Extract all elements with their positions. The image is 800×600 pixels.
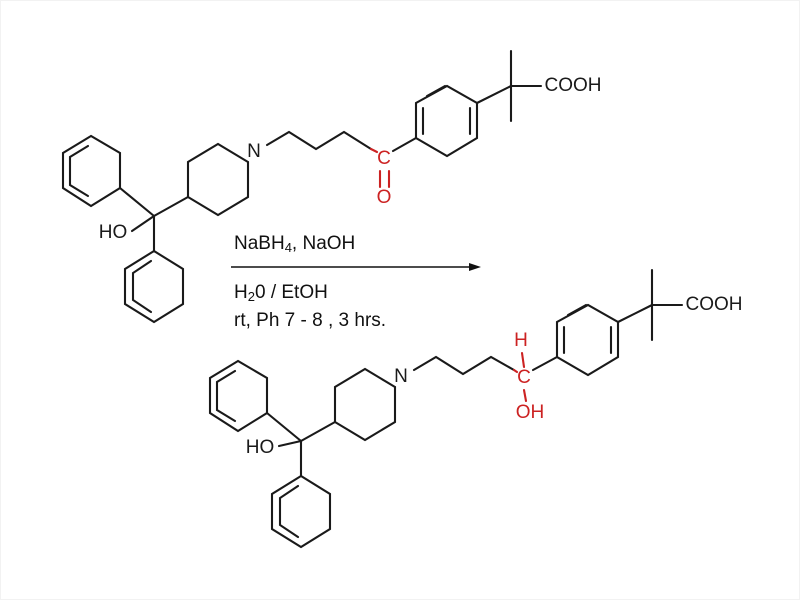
- product-piperidine-ring: [333, 367, 397, 442]
- product-nitrogen-label: N: [394, 366, 408, 387]
- reactant-bond-aryl-to-quaternary: [475, 84, 513, 105]
- product-phenylene-ring: [555, 303, 620, 377]
- reactant-bond-carbinol-to-piperidine: [152, 195, 190, 218]
- reactant-bond-chain-to-carbonyl: [369, 147, 379, 154]
- product-bond-carbinol-to-OH: [277, 439, 303, 448]
- product-butyl-chain: [412, 355, 516, 376]
- solvent-h-subscript: 2: [248, 289, 255, 304]
- product-bond-aryl-to-quaternary: [616, 303, 654, 324]
- reactant-butyl-chain: [265, 130, 373, 151]
- product-phenyl-lower: [270, 474, 332, 549]
- condition-below-arrow-params: rt, Ph 7 - 8 , 3 hrs.: [234, 310, 386, 331]
- reagent-nabh4-subscript: 4: [285, 240, 292, 255]
- reactant-nitrogen-label: N: [247, 141, 261, 162]
- product-bond-carbinol-to-aryl: [531, 355, 559, 372]
- product-bond-carbinol-to-piperidine: [299, 420, 337, 443]
- reactant-piperidine-ring: [186, 142, 250, 217]
- reactant-carbonyl-double-bond: [378, 169, 391, 189]
- condition-above-arrow: NaBH4, NaOH: [234, 233, 355, 255]
- product-hydroxyl-label: HO: [246, 437, 275, 458]
- product-bond-phenyl-to-carbinol: [265, 411, 303, 443]
- condition-below-arrow-solvent: H20 / EtOH: [234, 282, 328, 304]
- product-carbinol-hydroxyl-label: OH: [516, 402, 545, 423]
- reactant-phenyl-lower: [123, 249, 185, 324]
- reactant-phenylene-ring: [414, 84, 479, 158]
- solvent-rest: 0 / EtOH: [255, 282, 328, 303]
- reagent-separator: ,: [292, 233, 303, 254]
- reactant-bond-carbonyl-to-aryl: [391, 136, 418, 153]
- reactant-bond-phenyl-to-carbinol: [118, 186, 156, 218]
- reactant-carboxyl-label: COOH: [545, 75, 602, 96]
- reactant-hydroxyl-label: HO: [99, 222, 128, 243]
- product-carbinol-carbon-label: C: [517, 367, 531, 388]
- solvent-h: H: [234, 282, 248, 303]
- reaction-arrow-head: [469, 263, 481, 271]
- reactant-phenyl-upper: [61, 134, 122, 208]
- product-carboxyl-label: COOH: [686, 294, 743, 315]
- product-bond-chain-to-carbinol: [512, 368, 519, 374]
- reactant-carbonyl-carbon-label: C: [377, 148, 391, 169]
- reagent-nabh4: NaBH: [234, 233, 285, 254]
- reaction-arrow-group: NaBH4, NaOH H20 / EtOH rt, Ph 7 - 8 , 3 …: [231, 233, 481, 331]
- product-bond-carbinol-to-OH: [522, 388, 528, 403]
- product-carbinol-hydrogen-label: H: [514, 330, 528, 351]
- reagent-naoh: NaOH: [302, 233, 355, 254]
- product-bond-carbinol-to-H: [520, 351, 526, 369]
- reactant-carbonyl-oxygen-label: O: [377, 187, 392, 208]
- product-phenyl-upper: [208, 359, 269, 433]
- reactant-bond-carbinol-to-OH: [130, 214, 156, 233]
